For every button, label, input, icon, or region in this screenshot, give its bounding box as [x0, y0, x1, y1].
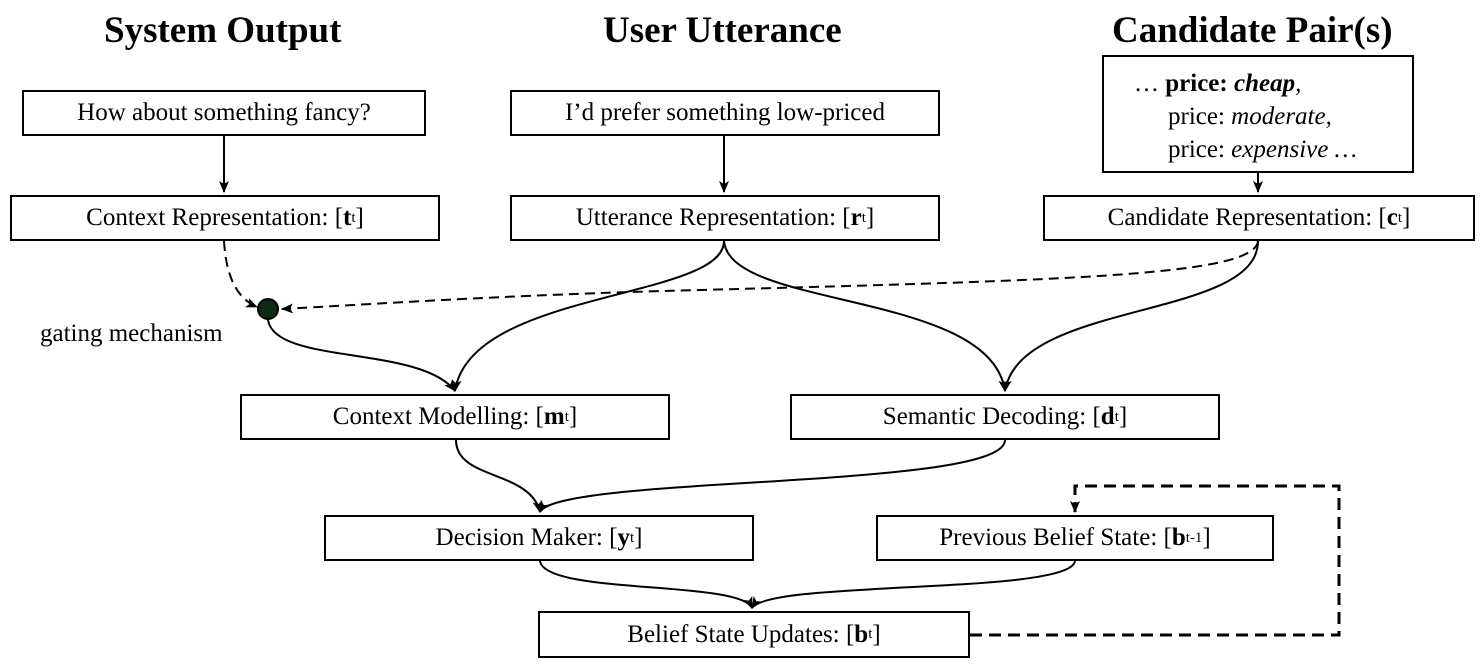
heading-system-output: System Output — [104, 10, 342, 51]
curve-previous-belief-to-belief-updates — [751, 560, 1076, 609]
curve-candidate-to-semantic-decoding — [1001, 240, 1259, 392]
gating-mechanism-label: gating mechanism — [40, 320, 223, 347]
dashed-candidate-to-gate — [281, 240, 1259, 314]
curve-context-modelling-to-decision — [455, 439, 543, 513]
curve-semantic-decoding-to-decision — [539, 439, 1006, 513]
curve-gate-to-context-modelling — [267, 319, 456, 392]
system-output-box: How about something fancy? — [22, 90, 426, 136]
curve-utterance-to-context-modelling — [451, 240, 725, 392]
gating-node — [257, 298, 279, 320]
user-utterance-box: I’d prefer something low-priced — [510, 90, 940, 136]
candidate-line-1: … price: cheap, — [1134, 70, 1302, 97]
curve-decision-to-belief-updates — [539, 560, 753, 609]
system-output-text: How about something fancy? — [77, 99, 371, 126]
dashed-context-to-gate — [223, 240, 258, 308]
candidate-line-2: price: moderate, — [1168, 103, 1332, 130]
candidate-pairs-box: … price: cheap, price: moderate, price: … — [1102, 55, 1414, 173]
heading-candidate-pairs: Candidate Pair(s) — [1112, 10, 1393, 51]
curve-utterance-to-semantic-decoding — [723, 240, 1009, 392]
heading-user-utterance: User Utterance — [603, 10, 842, 51]
dashed-feedback-loop — [970, 484, 1341, 637]
user-utterance-text: I’d prefer something low-priced — [564, 99, 886, 126]
candidate-line-3: price: expensive … — [1168, 136, 1357, 163]
